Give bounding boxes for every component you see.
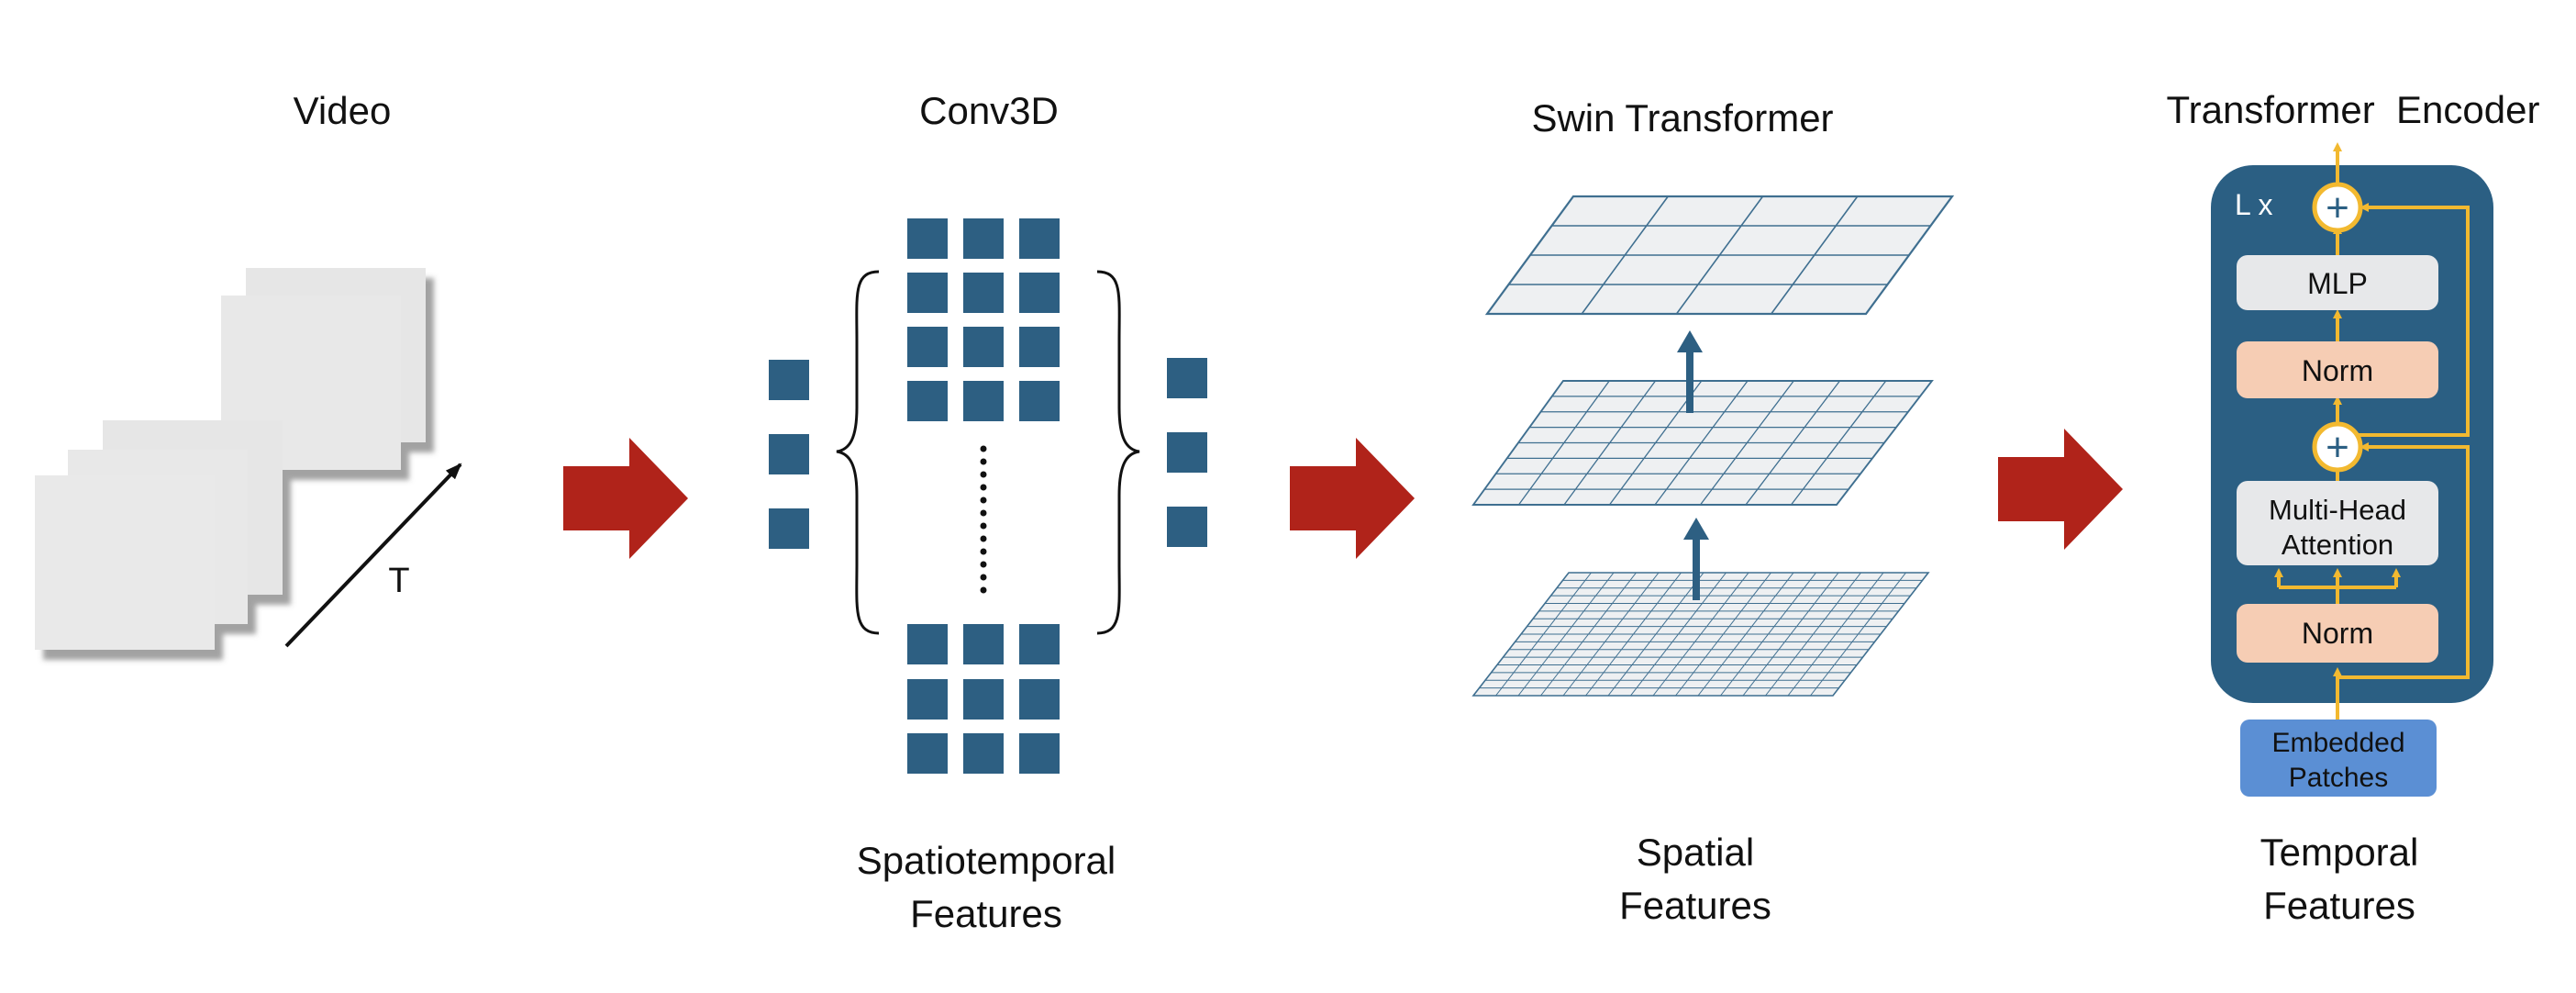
attention-label-line1: Multi-Head	[2269, 494, 2406, 526]
norm-block-top	[2237, 341, 2438, 398]
video-section: Video T	[35, 89, 462, 650]
left-curly-brace	[836, 270, 880, 635]
attention-label-line2: Attention	[2282, 529, 2393, 561]
flow-arrow-2	[1290, 438, 1415, 559]
swin-up-arrow-lower	[1683, 518, 1709, 600]
feature-patch	[963, 273, 1004, 313]
feature-patch	[1019, 733, 1060, 774]
patch-grid-bottom	[907, 624, 1060, 774]
encoder-title: Transformer Encoder	[2167, 88, 2540, 131]
ellipsis-dots	[980, 445, 987, 594]
encoder-repeat-label: L x	[2235, 188, 2273, 221]
feature-patch	[907, 679, 948, 720]
ellipsis-dot	[980, 445, 987, 452]
flow-arrow-1	[563, 438, 688, 559]
feature-patch	[1019, 679, 1060, 720]
ellipsis-dot	[980, 509, 987, 517]
norm-top-label: Norm	[2302, 354, 2373, 387]
time-axis-arrow	[284, 463, 462, 648]
ellipsis-dot	[980, 522, 987, 530]
swin-caption-line2: Features	[1619, 884, 1771, 927]
norm-block-bottom	[2237, 604, 2438, 663]
output-token	[1167, 507, 1207, 547]
feature-patch	[907, 624, 948, 664]
norm-bottom-label: Norm	[2302, 617, 2373, 650]
add-icon: +	[2326, 425, 2349, 470]
feature-patch	[963, 624, 1004, 664]
feature-patch	[1019, 327, 1060, 367]
right-curly-brace	[1096, 270, 1140, 635]
feature-patch	[963, 218, 1004, 259]
encoder-caption-line2: Features	[2263, 884, 2415, 927]
swin-layer-top	[1484, 195, 1955, 316]
input-token-column	[769, 360, 809, 549]
swin-up-arrow-upper	[1677, 330, 1703, 413]
output-token	[1167, 358, 1207, 398]
attention-block	[2237, 481, 2438, 565]
conv3d-section: Conv3D	[769, 89, 1207, 935]
feature-patch	[907, 218, 948, 259]
ellipsis-dot	[980, 458, 987, 465]
feature-patch	[963, 733, 1004, 774]
residual-add-bottom: +	[2312, 421, 2363, 473]
swin-layer-middle	[1471, 380, 1934, 506]
ellipsis-dot	[980, 561, 987, 568]
embedded-patches-line2: Patches	[2289, 763, 2388, 793]
feature-patch	[1019, 624, 1060, 664]
add-icon: +	[2326, 185, 2349, 230]
encoder-connectors	[2274, 142, 2470, 720]
video-frame	[35, 475, 215, 650]
swin-section: Swin Transformer Spatial Features	[1471, 96, 1955, 927]
feature-patch	[907, 733, 948, 774]
swin-caption-line1: Spatial	[1637, 831, 1754, 874]
feature-patch	[1019, 273, 1060, 313]
video-frames	[35, 268, 426, 650]
ellipsis-dot	[980, 586, 987, 594]
embedded-patches-line1: Embedded	[2271, 728, 2404, 758]
feature-patch	[907, 273, 948, 313]
feature-patch	[1019, 381, 1060, 421]
feature-patch	[907, 327, 948, 367]
mlp-block	[2237, 255, 2438, 310]
encoder-caption-line1: Temporal	[2260, 831, 2419, 874]
input-token	[769, 360, 809, 400]
time-axis-label: T	[388, 562, 409, 600]
feature-patch	[963, 679, 1004, 720]
ellipsis-dot	[980, 535, 987, 542]
ellipsis-dot	[980, 548, 987, 555]
conv3d-caption-line1: Spatiotemporal	[857, 839, 1116, 882]
residual-add-top: +	[2312, 182, 2363, 233]
flow-arrow-3	[1998, 429, 2123, 550]
embedded-patches-block	[2240, 720, 2437, 797]
input-token	[769, 508, 809, 549]
swin-title: Swin Transformer	[1531, 96, 1833, 139]
encoder-section: Transformer Encoder L x + +	[2167, 88, 2540, 927]
ellipsis-dot	[980, 484, 987, 491]
feature-patch	[1019, 218, 1060, 259]
video-title: Video	[294, 89, 392, 132]
output-token	[1167, 432, 1207, 473]
feature-patch	[963, 381, 1004, 421]
mlp-label: MLP	[2307, 267, 2368, 300]
patch-grid-top	[907, 218, 1060, 421]
ellipsis-dot	[980, 574, 987, 581]
feature-patch	[907, 381, 948, 421]
swin-layer-bottom	[1471, 572, 1930, 697]
conv3d-caption-line2: Features	[910, 892, 1062, 935]
input-token	[769, 434, 809, 474]
ellipsis-dot	[980, 471, 987, 478]
conv3d-title: Conv3D	[919, 89, 1059, 132]
output-token-column	[1167, 358, 1207, 547]
ellipsis-dot	[980, 496, 987, 504]
feature-patch	[963, 327, 1004, 367]
